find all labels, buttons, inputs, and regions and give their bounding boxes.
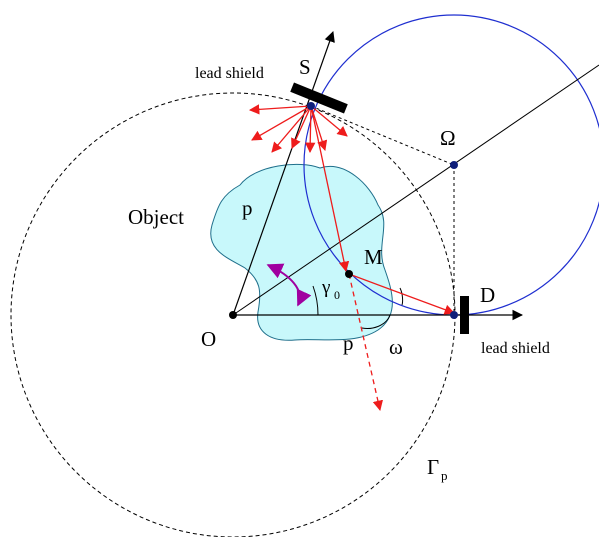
dashed-line-s-omega	[310, 105, 455, 166]
angle-omega-arc	[361, 314, 391, 329]
point-o	[229, 311, 237, 319]
label-lead-shield-bottom: lead shield	[481, 340, 550, 357]
label-gamma-p: Γ	[427, 455, 439, 479]
gamma-symbol: γ	[321, 277, 330, 298]
lead-shield-top-bar	[290, 82, 348, 114]
label-gamma-p-sub: p	[441, 468, 448, 483]
label-omega: Ω	[440, 126, 456, 150]
rotation-arrow	[266, 263, 312, 307]
point-s	[307, 102, 315, 110]
label-m: M	[364, 245, 383, 269]
point-omega	[450, 161, 458, 169]
label-d: D	[480, 283, 495, 307]
label-p-inside: p	[242, 196, 253, 220]
scatter-rays	[248, 104, 455, 412]
label-gamma: γ	[321, 277, 330, 298]
label-p-bottom: p	[343, 331, 354, 355]
label-object: Object	[128, 205, 184, 229]
label-s: S	[299, 55, 311, 79]
lead-shield-bottom-bar	[460, 296, 469, 334]
point-d	[450, 311, 458, 319]
label-o: O	[201, 327, 216, 351]
label-lead-shield-top: lead shield	[195, 65, 264, 82]
angle-gamma0-arc	[312, 285, 319, 316]
object-shape	[210, 163, 393, 341]
angle-at-d-arc	[399, 287, 404, 306]
label-omega-angle: ω	[389, 335, 403, 359]
label-gamma-sub: 0	[334, 288, 340, 302]
axis-os	[232, 30, 335, 316]
point-m	[345, 270, 353, 278]
